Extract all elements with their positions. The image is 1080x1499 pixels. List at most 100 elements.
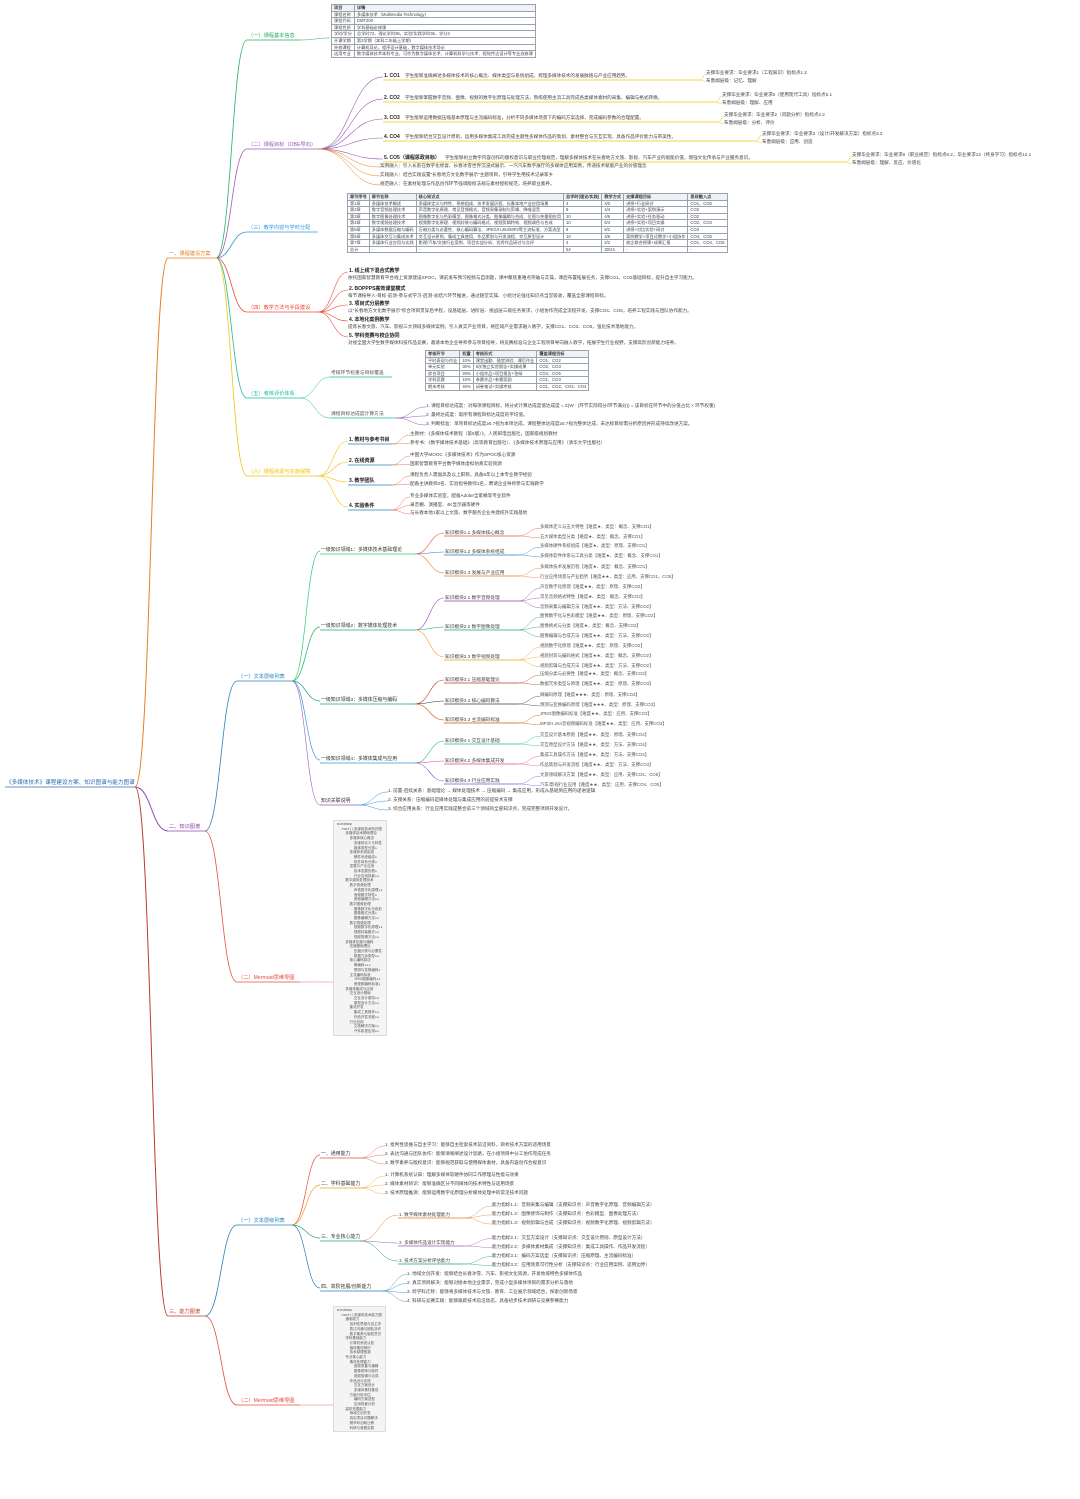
- table-cell: 图像数字化与色彩模型、图像格式分类、图像编辑与合成、位图与矢量图应用: [415, 212, 565, 221]
- knowledge-module: 知识模块3.3 主流编码标准: [445, 717, 500, 722]
- connector: [414, 532, 445, 555]
- table-header-cell: 权重: [459, 350, 474, 358]
- table-cell: CO3: [687, 225, 728, 234]
- connector: [291, 680, 321, 806]
- knowledge-point: 文旅领域解决方案【难度★★、类型：应用、支撑CO4、CO5】: [540, 772, 663, 778]
- ability-item: 4. 科研与竞赛实践：能够跟踪技术前沿动态，具备初步技术调研与竞赛参赛能力: [407, 1297, 569, 1303]
- connector: [463, 1238, 493, 1247]
- table-cell: 4: [563, 239, 603, 247]
- table-cell: 讲授+实验+任务驱动: [623, 212, 689, 221]
- basic-info-table: 项目详情课程名称多媒体技术（Multimedia Technology）课程代码…: [331, 4, 536, 58]
- agraph-mermaid: （二）Mermaid思维导图: [238, 1398, 295, 1404]
- table-row: 第5章多媒体数据压缩与编码压缩分类与必要性、核心编码算法、JPEG/H.264/…: [347, 225, 728, 234]
- table-cell: 声音数字化原理、常见音频格式、音频采集录制与剪辑、降噪混音: [415, 206, 565, 214]
- method-title: 4. 本地化案例教学: [349, 317, 390, 323]
- obe-goal-note: 布鲁姆层级：理解、反应、价值化: [852, 160, 921, 165]
- plan-resources: （六）课程资源与实施保障: [248, 469, 311, 475]
- knowledge-domain: 一级知识领域2：数字媒体处理技术: [321, 624, 398, 629]
- connector: [291, 550, 321, 682]
- resource-item: 课程负责人需副高及以上职称，具备5年以上本专业教学经验: [410, 472, 532, 477]
- connector: [391, 455, 411, 466]
- connector: [391, 496, 411, 511]
- table-header-cell: 覆盖课程目标: [536, 350, 590, 358]
- table-cell: 30/24: [601, 245, 625, 254]
- method-title: 5. 学科竞赛与校企协同: [349, 333, 400, 339]
- table-cell: 小组作品+项目报告+答辩: [472, 369, 538, 378]
- connector: [317, 289, 349, 313]
- method-title: 3. 项目式分层教学: [349, 301, 390, 307]
- knowledge-point: 音频采集与编辑方法【难度★★、类型：方法、支撑CO2】: [540, 603, 654, 609]
- connector: [204, 1315, 238, 1406]
- connector: [414, 629, 445, 658]
- connector: [517, 682, 541, 685]
- obe-goal-note: 布鲁姆层级：应用、创造: [762, 139, 813, 144]
- table-header-cell: 章节名称: [368, 193, 417, 201]
- knowledge-point: 视频封装与编码格式【难度★★、类型：概念、支撑CO2】: [540, 653, 654, 658]
- table-cell: 第5章: [347, 225, 370, 234]
- ability-indicator: 能力指标1.2：图像修饰与制作（支撑知识点：色彩模型、图像处理方法）: [492, 1211, 641, 1216]
- table-cell: 2/2: [601, 239, 625, 247]
- ability-sub-group: 1. 数字媒体素材处理能力: [399, 1212, 451, 1217]
- table-cell: 8: [563, 206, 603, 214]
- knowledge-module: 知识模块4.3 行业应用实践: [445, 778, 500, 783]
- table-cell: 课程性质: [331, 23, 355, 32]
- obe-goal-text: 学生能够掌握数字音频、图像、视频的数字化原理与处理方法，熟练使用主流工具完成各类…: [405, 95, 663, 100]
- connector: [517, 756, 541, 765]
- connector: [414, 700, 445, 705]
- table-cell: 讲授+对比实验+研讨: [623, 225, 689, 234]
- table-cell: 压缩分类与必要性、核心编码算法、JPEG/H.264/MP3等主流标准、方案选型: [415, 225, 565, 234]
- knowledge-point: 压缩分类与必要性【难度★★、类型：概念、支撑CO3】: [540, 671, 650, 677]
- connector: [317, 98, 384, 150]
- table-cell: 学时/学分: [331, 30, 355, 38]
- table-cell: 数字视频处理技术: [368, 219, 417, 227]
- connector: [391, 443, 411, 445]
- table-cell: 先修课程: [331, 43, 355, 52]
- method-title: 2. BOPPPS高效课堂模式: [349, 286, 406, 292]
- connector: [391, 475, 411, 486]
- resource-item: 与长春本地1家以上文旅、数字服务企业共建校外实践基地: [410, 510, 528, 515]
- table-cell: 讲授+实验+项目实操: [623, 219, 689, 227]
- connector: [517, 647, 541, 661]
- connector: [359, 1187, 386, 1195]
- connector: [414, 760, 445, 764]
- table-cell: CO4、CO5: [536, 369, 590, 378]
- connector: [463, 1263, 493, 1266]
- connector: [215, 148, 248, 259]
- knowledge-domain: 一级知识领域3：多媒体压缩与编码: [321, 698, 398, 703]
- connector: [359, 1214, 399, 1242]
- method-desc: 依托国家智慧教育平台线上资源建设SPOC，课前发布预习视频与自测题，课中聚焦重难…: [348, 275, 697, 280]
- connector: [517, 629, 541, 637]
- method-desc: 提炼长春文旅、汽车、影视三大领域多媒体案例，引入真实产业项目，将区域产业需求融入…: [348, 324, 639, 329]
- obe-goal-note: 布鲁姆层级：分析、评价: [724, 120, 775, 125]
- table-cell: 课堂出勤、随堂测验、课后作业: [472, 356, 538, 365]
- ability-item: 3. 数字素养与版权意识：能够规范获取与使用媒体素材，具备内容创作合规意识: [385, 1160, 547, 1165]
- knowledge-point: 交互设计基本原则【难度★★、类型：原理、支撑CO4】: [540, 732, 650, 738]
- table-cell: 课程名称: [331, 10, 355, 19]
- connector: [357, 791, 389, 806]
- knowledge-relation: 2. 支撑关系：压缩编码是媒体处理与集成应用的前提技术支撑: [388, 797, 513, 802]
- ability-indicator: 能力指标1.1：音频采集与编辑（支撑知识点：声音数字化原理、音频编辑方法）: [492, 1202, 655, 1207]
- knowledge-module: 知识模块1.1 多媒体核心概念: [445, 530, 505, 535]
- connector: [299, 397, 331, 419]
- table-header-cell: 考核环节: [424, 350, 461, 358]
- connector: [517, 600, 541, 608]
- connector: [291, 1184, 321, 1226]
- table-cell: 课程代码: [331, 17, 355, 25]
- connector: [291, 1154, 321, 1226]
- connector: [395, 417, 427, 426]
- obe-goal-note: 支撑毕业要求：毕业要求1（工程知识）指标点1.2: [706, 70, 807, 75]
- connector: [517, 675, 541, 684]
- obe-extra: 实践融入：结合实践设置"长春地方文化数字展示"主题项目，引导学生用技术记录家乡: [380, 172, 554, 177]
- connector: [517, 568, 541, 577]
- table-cell: -: [623, 245, 689, 254]
- table-cell: CO1、CO2、CO3、CO4: [536, 382, 590, 391]
- connector: [381, 1274, 408, 1292]
- obe-goal-note: 支撑毕业要求：毕业要求3（设计/开发解决方案）指标点3.2: [762, 131, 883, 136]
- knowledge-point: 视频数字化原理【难度★★、类型：原理、支撑CO2】: [540, 643, 645, 649]
- knowledge-point: 多媒体定义与五大特性【难度★、类型：概念、支撑CO1】: [540, 524, 654, 530]
- knowledge-module: 知识模块3.2 核心编码算法: [445, 698, 500, 703]
- connector: [357, 804, 389, 811]
- connector: [414, 703, 445, 721]
- obe-goal-text: 学生能够结合交互设计原则，运用多媒体集成工具完成主题性多媒体作品的策划、素材整合…: [405, 134, 677, 139]
